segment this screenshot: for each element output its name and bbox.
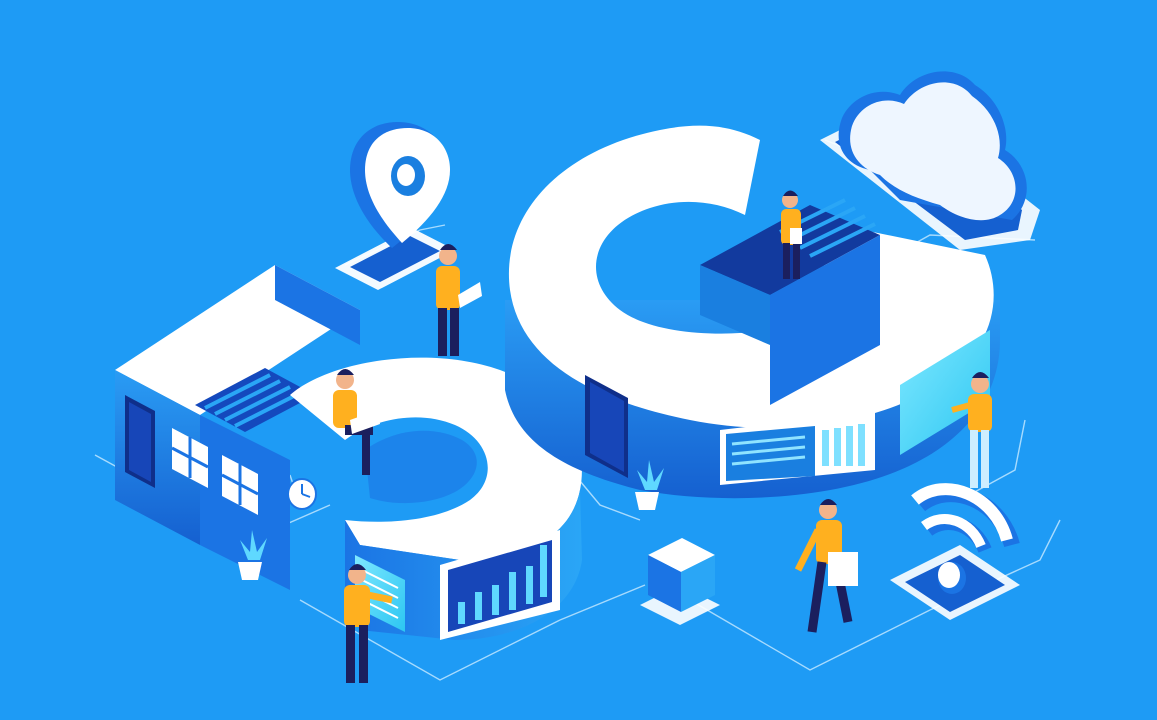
wifi-icon xyxy=(890,483,1020,620)
person-touching-screen xyxy=(951,372,992,488)
person-at-5-screen xyxy=(344,564,393,683)
person-sitting-with-laptop xyxy=(333,369,380,475)
cloud-icon xyxy=(820,71,1040,250)
potted-plant-icon xyxy=(238,530,267,580)
server-box-icon xyxy=(640,538,720,625)
location-pin-icon xyxy=(335,122,455,290)
potted-plant-icon xyxy=(635,460,664,510)
person-with-laptop xyxy=(436,244,482,356)
five-building xyxy=(115,265,582,640)
g-building xyxy=(505,125,1000,499)
person-reading xyxy=(781,190,802,279)
windows xyxy=(171,428,259,515)
clock-icon xyxy=(287,478,317,510)
person-walking-with-folder xyxy=(794,499,858,633)
